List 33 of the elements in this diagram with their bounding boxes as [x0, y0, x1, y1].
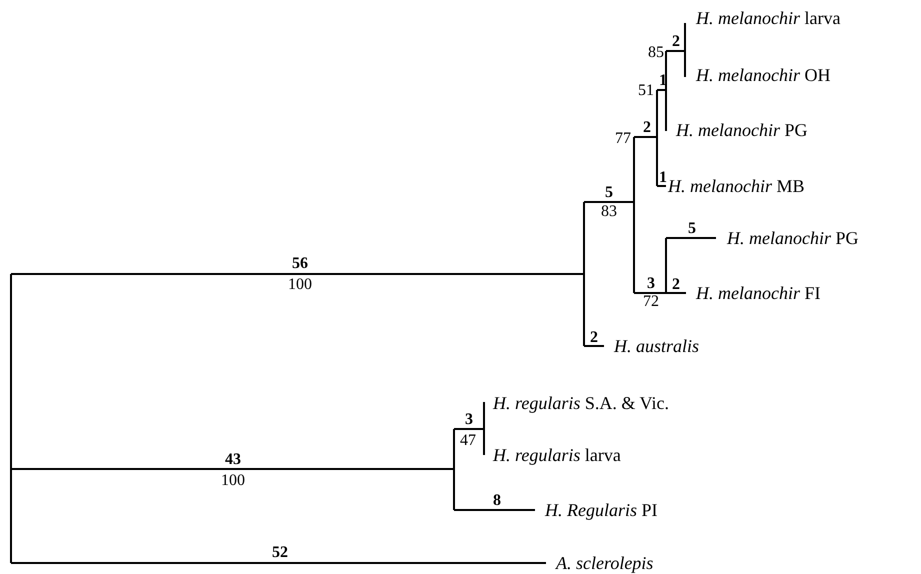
bootstrap-value: 100 — [288, 277, 312, 293]
branch-length-value: 2 — [672, 277, 680, 293]
branch-length-value: 2 — [590, 330, 598, 346]
branch-length-value: 43 — [225, 452, 241, 468]
bootstrap-value: 47 — [460, 433, 476, 449]
taxon-label: H. Regularis PI — [545, 501, 658, 519]
branch-length-value: 2 — [672, 34, 680, 50]
taxon-label: H. melanochir FI — [696, 284, 820, 302]
branch-length-value: 1 — [659, 170, 667, 186]
taxon-label: H. melanochir larva — [696, 9, 840, 27]
bootstrap-value: 72 — [643, 294, 659, 310]
taxon-label: H. regularis S.A. & Vic. — [493, 394, 669, 412]
taxon-label: H. melanochir MB — [668, 177, 804, 195]
bootstrap-value: 100 — [221, 473, 245, 489]
branch-length-value: 8 — [493, 493, 501, 509]
taxon-label: A. sclerolepis — [556, 554, 654, 572]
branch-length-value: 56 — [292, 256, 308, 272]
branch-length-value: 52 — [272, 545, 288, 561]
bootstrap-value: 77 — [615, 131, 631, 147]
branch-length-value: 5 — [688, 221, 696, 237]
bootstrap-value: 83 — [601, 204, 617, 220]
taxon-label: H. melanochir PG — [727, 229, 858, 247]
taxon-label: H. melanochir PG — [676, 121, 808, 139]
bootstrap-value: 85 — [648, 45, 664, 61]
branch-length-value: 5 — [605, 185, 613, 201]
taxon-label: H. melanochir OH — [696, 66, 830, 84]
taxon-label: H. australis — [614, 337, 700, 355]
branch-length-value: 2 — [643, 120, 651, 136]
bootstrap-value: 51 — [638, 83, 654, 99]
branch-length-value: 1 — [659, 73, 667, 89]
branch-length-value: 3 — [647, 276, 655, 292]
taxon-label: H. regularis larva — [493, 446, 621, 464]
branch-length-value: 3 — [465, 412, 473, 428]
